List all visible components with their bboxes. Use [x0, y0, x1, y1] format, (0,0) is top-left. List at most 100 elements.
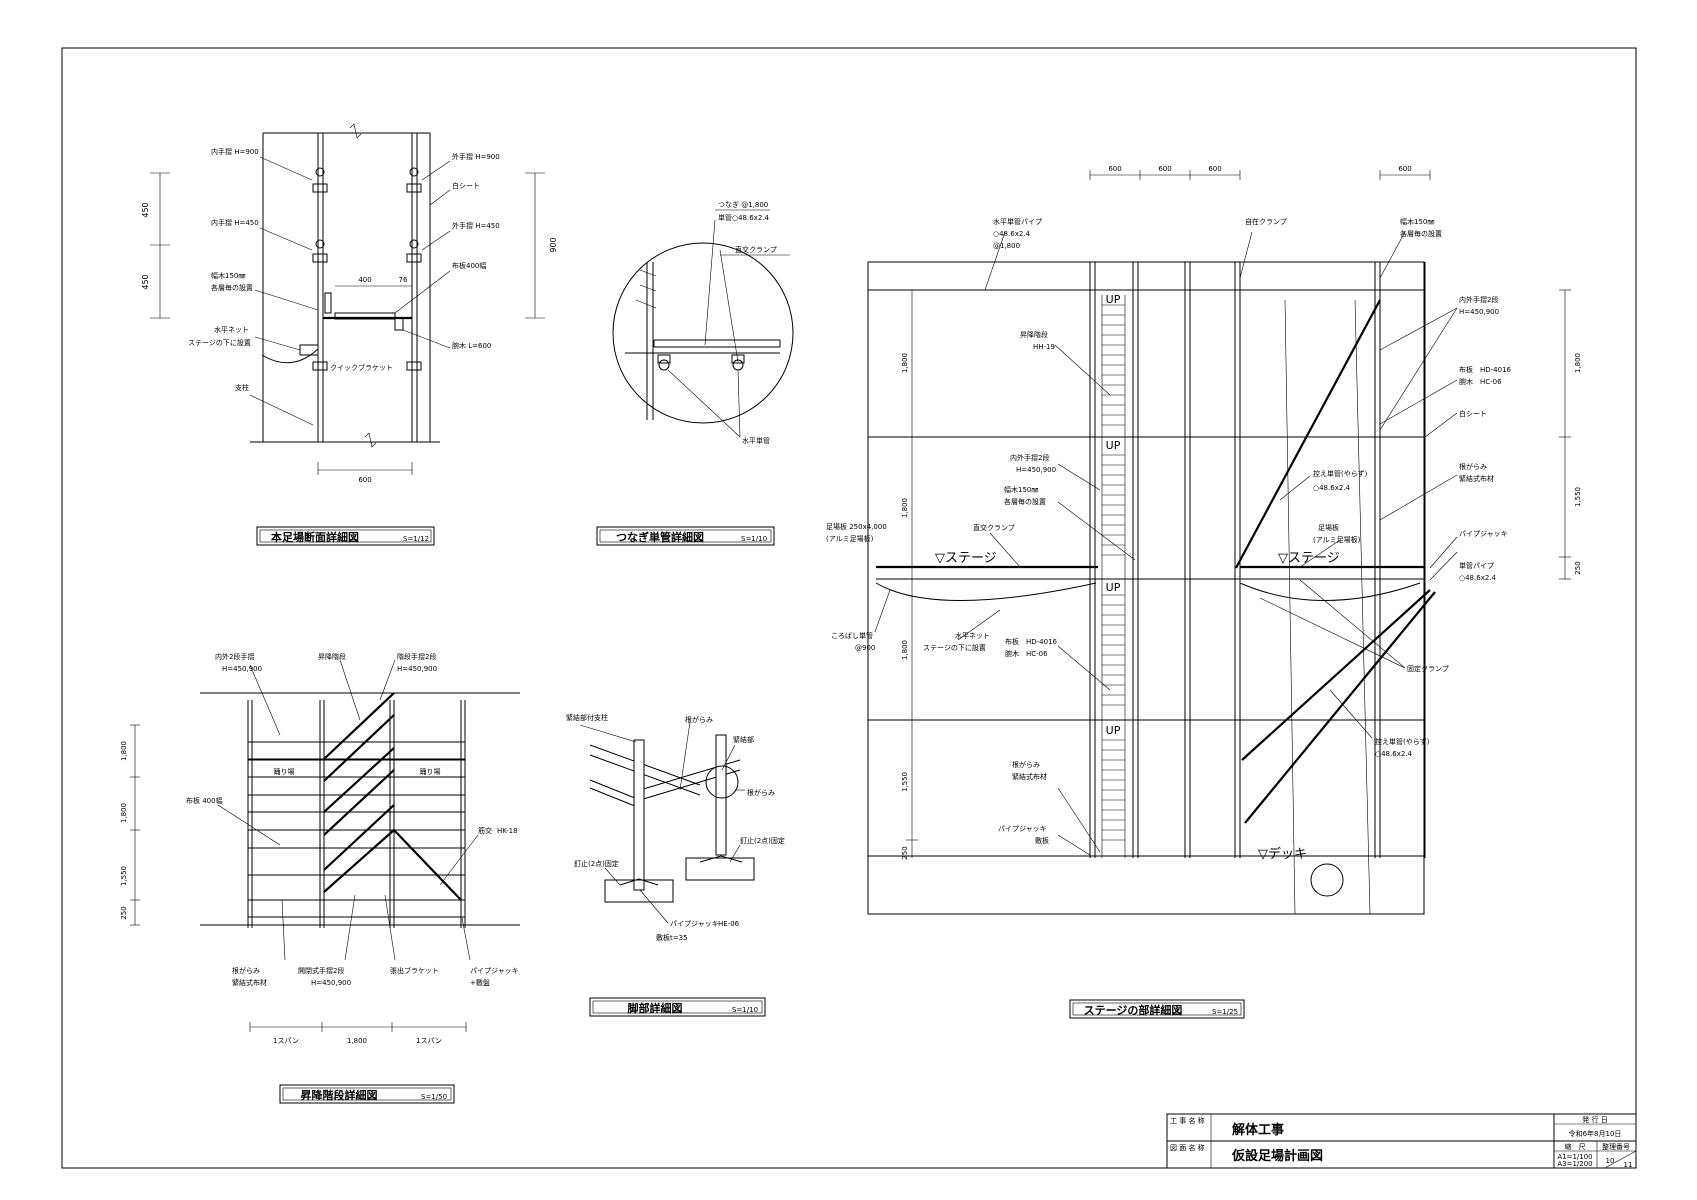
stair-title: 昇降階段詳細図 [301, 1088, 378, 1102]
base-label-post: 緊結部付支柱 [566, 713, 608, 722]
stair-label-jack-note: +敷盤 [470, 978, 490, 987]
stair-label-base-tie-note: 緊結式布材 [232, 978, 267, 987]
stage-label-arm-r: 腕木 [1459, 377, 1473, 386]
tie-title: つなぎ単管詳細図 [616, 530, 704, 544]
stair-label-brace-b: HK-18 [497, 827, 518, 835]
stair-detail: 踊り場 踊り場 1,800 1,800 1,550 250 1スパン 1,800… [120, 652, 520, 1104]
stage-label-base-tie-note: 緊結式布材 [1459, 474, 1494, 483]
stair-label-ext-bracket: 張出ブラケット [390, 966, 439, 975]
stage-dim-l1800b: 1,800 [901, 498, 909, 518]
stage-label-jack-r: パイプジャッキ [1459, 530, 1508, 538]
stage-label-clamp: 直交クランプ [973, 523, 1015, 532]
tie-detail: つなぎ @1,800 単管○48.6x2.4 直交クランプ 水平単管 つなぎ単管… [596, 200, 794, 546]
stage-label-rail-h: H=450,900 [1459, 308, 1499, 316]
tb-issue-date: 令和6年8月10日 [1569, 1129, 1622, 1138]
stair-span-left: 1スパン [273, 1037, 299, 1045]
stage-label-jack-l-note: 敷板 [1035, 836, 1049, 845]
stage-label-rail-l-h: H=450,900 [1016, 466, 1056, 474]
tb-project-label: 工 事 名 称 [1170, 1116, 1205, 1125]
stage-label-brace-spec: ○48.6x2.4 [1313, 484, 1351, 492]
tb-drawing: 仮設足場計画図 [1231, 1148, 1323, 1164]
up-mark-3: UP [1106, 581, 1121, 594]
label-tie: つなぎ @1,800 [718, 200, 768, 209]
base-label-nail-left: 釘止(2点)固定 [574, 859, 619, 868]
stair-label-gate-rail: 開閉式手摺2段 [298, 966, 344, 975]
stage-label-arm-c-code: HC-06 [1026, 650, 1048, 658]
up-mark-1: UP [1106, 293, 1121, 306]
stage-label-net: 水平ネット [955, 631, 990, 640]
label-outer-rail-900: 外手摺 H=900 [452, 152, 500, 161]
section-detail: 450 450 900 400 76 600 内手摺 H=900 内手摺 H=4… [141, 123, 558, 546]
label-tie-horizontal: 水平単管 [742, 436, 770, 445]
up-mark-2: UP [1106, 439, 1121, 452]
stair-rungs [1102, 304, 1125, 841]
label-net: 水平ネット [214, 325, 249, 334]
stair-label-gate-rail-h: H=450,900 [311, 979, 351, 987]
dim-600: 600 [358, 476, 371, 484]
base-scale: S=1/10 [732, 1006, 758, 1014]
stage-label-single-pipe-spec: ○48.6x2.4 [1459, 574, 1497, 582]
stage-label-stair-code: HH-19 [1033, 343, 1055, 351]
stage-label-swivel: 自在クランプ [1245, 217, 1287, 226]
stage-label-plank-c: 布板 [1005, 637, 1019, 646]
stair-dim-1550: 1,550 [120, 866, 128, 886]
stage-label-net-note: ステージの下に設置 [923, 643, 986, 652]
stair-label-stair-rail: 階段手摺2段 [397, 652, 436, 661]
stage-detail: UP UP UP UP 600 600 600 600 1,800 1,800 … [826, 165, 1582, 1019]
dim-450b: 450 [141, 274, 150, 289]
stage-label-stair: 昇降階段 [1020, 330, 1048, 339]
stage-label-base-tie-l: 根がらみ [1012, 760, 1040, 769]
stair-label-rail2: 内外2段手摺 [215, 652, 254, 661]
base-title: 脚部詳細図 [628, 1001, 683, 1015]
stair-scale: S=1/50 [421, 1093, 447, 1101]
dim-900: 900 [549, 237, 558, 252]
label-tie-clamp: 直交クランプ [735, 245, 777, 254]
label-outer-rail-450: 外手摺 H=450 [452, 221, 500, 230]
stair-label-stair: 昇降階段 [318, 652, 346, 661]
stage-dim-r250: 250 [1574, 561, 1582, 574]
stage-dim-l1550: 1,550 [901, 772, 909, 792]
label-post: 支柱 [235, 383, 249, 392]
dim-76: 76 [399, 276, 408, 284]
stage-dim-t600d: 600 [1398, 165, 1411, 173]
stage-label-brace: 控え単管(やらず) [1313, 469, 1368, 478]
stage-label-brace2-spec: ○48.6x2.4 [1375, 750, 1413, 758]
stage-label-scaffold-board-note: (アルミ足場板) [826, 534, 874, 543]
base-label-plate: 敷板t=35 [656, 933, 688, 942]
stage-label-jack-l: パイプジャッキ [998, 825, 1047, 833]
stage-dim-t600c: 600 [1208, 165, 1221, 173]
label-toe-board-note: 各層毎の設置 [211, 283, 253, 292]
stage-label-brace2: 控え単管(やらず) [1375, 737, 1430, 746]
section-title: 本足場断面詳細図 [271, 530, 359, 544]
stage-dim-t600b: 600 [1158, 165, 1171, 173]
base-label-jack-code: HE-06 [718, 920, 740, 928]
stair-dim-1800b: 1,800 [120, 803, 128, 823]
tb-issue-label: 発 行 日 [1582, 1115, 1607, 1124]
tb-number-label: 整理番号 [1602, 1142, 1630, 1151]
stage-dim-l1800a: 1,800 [901, 353, 909, 373]
label-white-sheet: 白シート [452, 181, 480, 190]
stage-label-deck: ▽デッキ [1258, 846, 1307, 862]
tie-scale: S=1/10 [741, 535, 767, 543]
label-toe-board: 幅木150㎜ [211, 271, 245, 280]
label-inner-rail-900: 内手摺 H=900 [211, 147, 259, 156]
stage-scale: S=1/25 [1212, 1008, 1238, 1016]
stair-dim-250: 250 [120, 906, 128, 919]
label-bracket: クイックブラケット [330, 363, 393, 372]
stage-label-fall-pipe-pitch: @900 [855, 644, 875, 652]
stage-label-stage-left: ▽ステージ [935, 551, 997, 566]
stage-label-toe-l: 幅木150㎜ [1004, 485, 1038, 494]
stair-label-plank: 布板 400幅 [186, 796, 223, 805]
stair-label-brace-a: 筋交 [478, 826, 492, 835]
stage-label-arm-c: 腕木 [1005, 649, 1019, 658]
label-inner-rail-450: 内手摺 H=450 [211, 218, 259, 227]
section-scale: S=1/12 [403, 535, 429, 543]
label-arm: 腕木 L=600 [452, 341, 491, 350]
stage-label-plank-c-code: HD-4016 [1026, 638, 1058, 646]
stair-span-right: 1スパン [416, 1037, 442, 1045]
stage-label-plank-r: 布板 [1459, 365, 1473, 374]
stage-label-base-tie-l-note: 緊結式布材 [1012, 772, 1047, 781]
stage-label-base-tie: 根がらみ [1459, 462, 1487, 471]
stage-label-plank-r-code: HD-4016 [1480, 366, 1512, 374]
